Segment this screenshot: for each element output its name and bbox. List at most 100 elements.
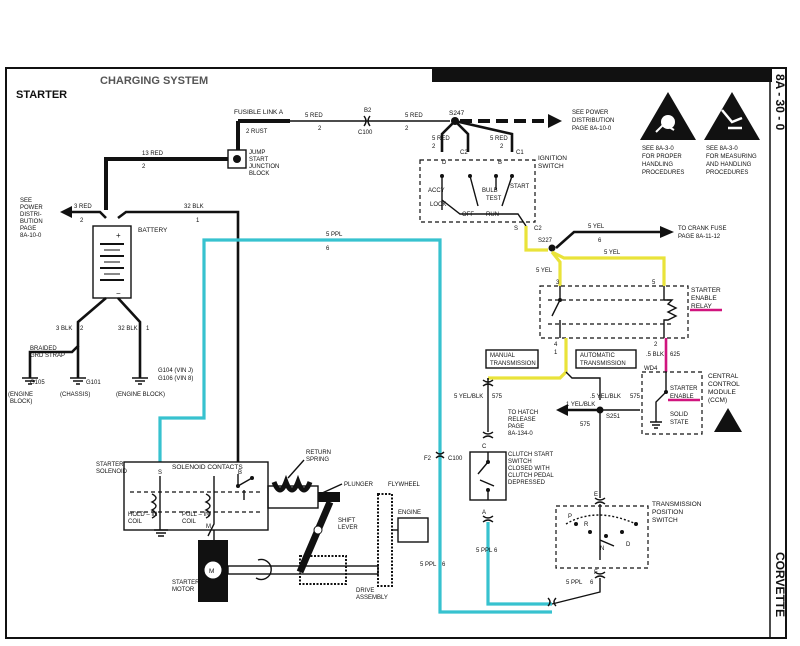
red-3-wire xyxy=(72,210,107,219)
page-frame xyxy=(5,67,787,639)
svg-text:JUNCTION: JUNCTION xyxy=(249,164,279,170)
svg-text:C2: C2 xyxy=(534,226,542,232)
svg-text:B: B xyxy=(498,160,502,166)
red-13-wire xyxy=(104,157,228,210)
svg-text:.5 YEL/BLK: .5 YEL/BLK xyxy=(590,394,621,400)
svg-text:M: M xyxy=(206,524,211,530)
svg-text:CLUTCH PEDAL: CLUTCH PEDAL xyxy=(508,473,554,479)
plunger-rod xyxy=(318,492,340,502)
yellow-wire-s227 xyxy=(524,226,548,252)
svg-text:5 RED: 5 RED xyxy=(405,113,423,119)
svg-text:LEVER: LEVER xyxy=(338,525,358,531)
svg-text:3 BLK: 3 BLK xyxy=(56,326,72,332)
svg-text:PAGE: PAGE xyxy=(20,226,36,232)
svg-text:AND HANDLING: AND HANDLING xyxy=(706,162,752,168)
svg-text:2: 2 xyxy=(500,144,504,150)
wire-automatic-branch xyxy=(565,371,601,400)
svg-text:BUTION: BUTION xyxy=(20,219,43,225)
svg-text:C100: C100 xyxy=(448,456,463,462)
tps-contacts: P R N D xyxy=(565,504,638,560)
svg-text:2: 2 xyxy=(318,126,322,132)
svg-text:D: D xyxy=(442,160,447,166)
svg-text:DISTRI-: DISTRI- xyxy=(20,212,42,218)
svg-text:PAGE 8A-10-0: PAGE 8A-10-0 xyxy=(572,126,612,132)
svg-text:PAGE 8A-11-12: PAGE 8A-11-12 xyxy=(678,234,721,240)
svg-text:575: 575 xyxy=(580,422,591,428)
leader-line xyxy=(287,459,305,479)
svg-text:COIL: COIL xyxy=(128,519,143,525)
arrow-icon xyxy=(60,206,72,218)
svg-text:5: 5 xyxy=(652,280,656,286)
svg-text:S: S xyxy=(158,470,162,476)
red-wire-ignition-c1 xyxy=(454,119,514,152)
svg-text:FUSIBLE LINK A: FUSIBLE LINK A xyxy=(234,109,284,116)
svg-text:6: 6 xyxy=(590,580,594,586)
svg-text:5 PPL: 5 PPL xyxy=(420,562,437,568)
svg-text:SOLID: SOLID xyxy=(670,412,689,418)
svg-text:B: B xyxy=(238,470,242,476)
svg-text:5 YEL/BLK: 5 YEL/BLK xyxy=(454,394,483,400)
svg-text:ASSEMBLY: ASSEMBLY xyxy=(356,595,388,601)
svg-text:E: E xyxy=(594,492,598,498)
svg-text:BATTERY: BATTERY xyxy=(138,227,168,234)
svg-text:13 RED: 13 RED xyxy=(142,151,164,157)
svg-text:POWER: POWER xyxy=(20,205,43,211)
page-number: 8A - 30 - 0 xyxy=(773,74,787,131)
svg-text:TRANSMISSION: TRANSMISSION xyxy=(490,361,536,367)
svg-text:G105: G105 xyxy=(30,380,45,386)
svg-text:PROCEDURES: PROCEDURES xyxy=(706,170,748,176)
svg-text:(CCM): (CCM) xyxy=(708,397,727,404)
ground-g105: G105 (ENGINE BLOCK) xyxy=(8,377,45,405)
svg-text:A: A xyxy=(482,510,486,516)
svg-text:2: 2 xyxy=(405,126,409,132)
svg-text:32 BLK: 32 BLK xyxy=(118,326,138,332)
motor-icon xyxy=(203,560,223,580)
svg-text:2 RUST: 2 RUST xyxy=(246,129,268,135)
svg-text:1: 1 xyxy=(554,350,558,356)
page-title: STARTER xyxy=(16,89,67,101)
svg-text:D: D xyxy=(626,542,631,548)
svg-text:DEPRESSED: DEPRESSED xyxy=(508,480,546,486)
svg-text:ENGINE: ENGINE xyxy=(398,510,421,516)
flywheel xyxy=(377,493,393,587)
svg-text:5 RED: 5 RED xyxy=(432,136,450,142)
svg-text:S251: S251 xyxy=(606,414,621,420)
svg-text:575: 575 xyxy=(630,394,641,400)
arrow-icon xyxy=(556,404,568,416)
svg-text:FOR MEASURING: FOR MEASURING xyxy=(706,154,757,160)
svg-text:2: 2 xyxy=(432,144,436,150)
svg-text:SWITCH: SWITCH xyxy=(538,163,564,170)
ignition-switch-box xyxy=(419,159,536,223)
svg-text:JUMP: JUMP xyxy=(249,150,265,156)
svg-text:2: 2 xyxy=(142,164,146,170)
svg-text:STARTER: STARTER xyxy=(691,287,721,294)
svg-text:6: 6 xyxy=(494,548,498,554)
faded-section-title: CHARGING SYSTEM xyxy=(100,75,208,87)
drive-pinion xyxy=(299,555,347,585)
svg-text:GRD STRAP: GRD STRAP xyxy=(30,353,65,359)
svg-text:SEE POWER: SEE POWER xyxy=(572,110,609,116)
ppl-wire-solenoid-s xyxy=(158,238,552,614)
yellow-wire-relay-pin5 xyxy=(551,250,666,286)
svg-text:CLOSED WITH: CLOSED WITH xyxy=(508,466,550,472)
svg-text:PLUNGER: PLUNGER xyxy=(344,482,374,488)
svg-text:IGNITION: IGNITION xyxy=(538,155,567,162)
svg-text:S227: S227 xyxy=(538,238,553,244)
splice-s227 xyxy=(548,244,556,252)
top-banner-bar xyxy=(432,68,772,82)
svg-text:(ENGINE BLOCK): (ENGINE BLOCK) xyxy=(116,392,165,398)
relay-internals xyxy=(548,286,678,338)
svg-text:8A-10-0: 8A-10-0 xyxy=(20,233,42,239)
battery-cells xyxy=(100,243,124,281)
svg-text:CENTRAL: CENTRAL xyxy=(708,373,739,380)
svg-text:SHIFT: SHIFT xyxy=(338,518,356,524)
starter-enable-relay-box xyxy=(539,285,689,339)
connector-mark xyxy=(482,431,494,439)
solenoid-coils xyxy=(150,474,254,537)
svg-text:S: S xyxy=(514,226,518,232)
svg-text:SEE: SEE xyxy=(20,198,32,204)
svg-text:RELAY: RELAY xyxy=(691,303,712,310)
svg-text:BLOCK): BLOCK) xyxy=(10,399,32,405)
svg-text:1: 1 xyxy=(196,218,200,224)
svg-text:C100: C100 xyxy=(358,130,373,136)
